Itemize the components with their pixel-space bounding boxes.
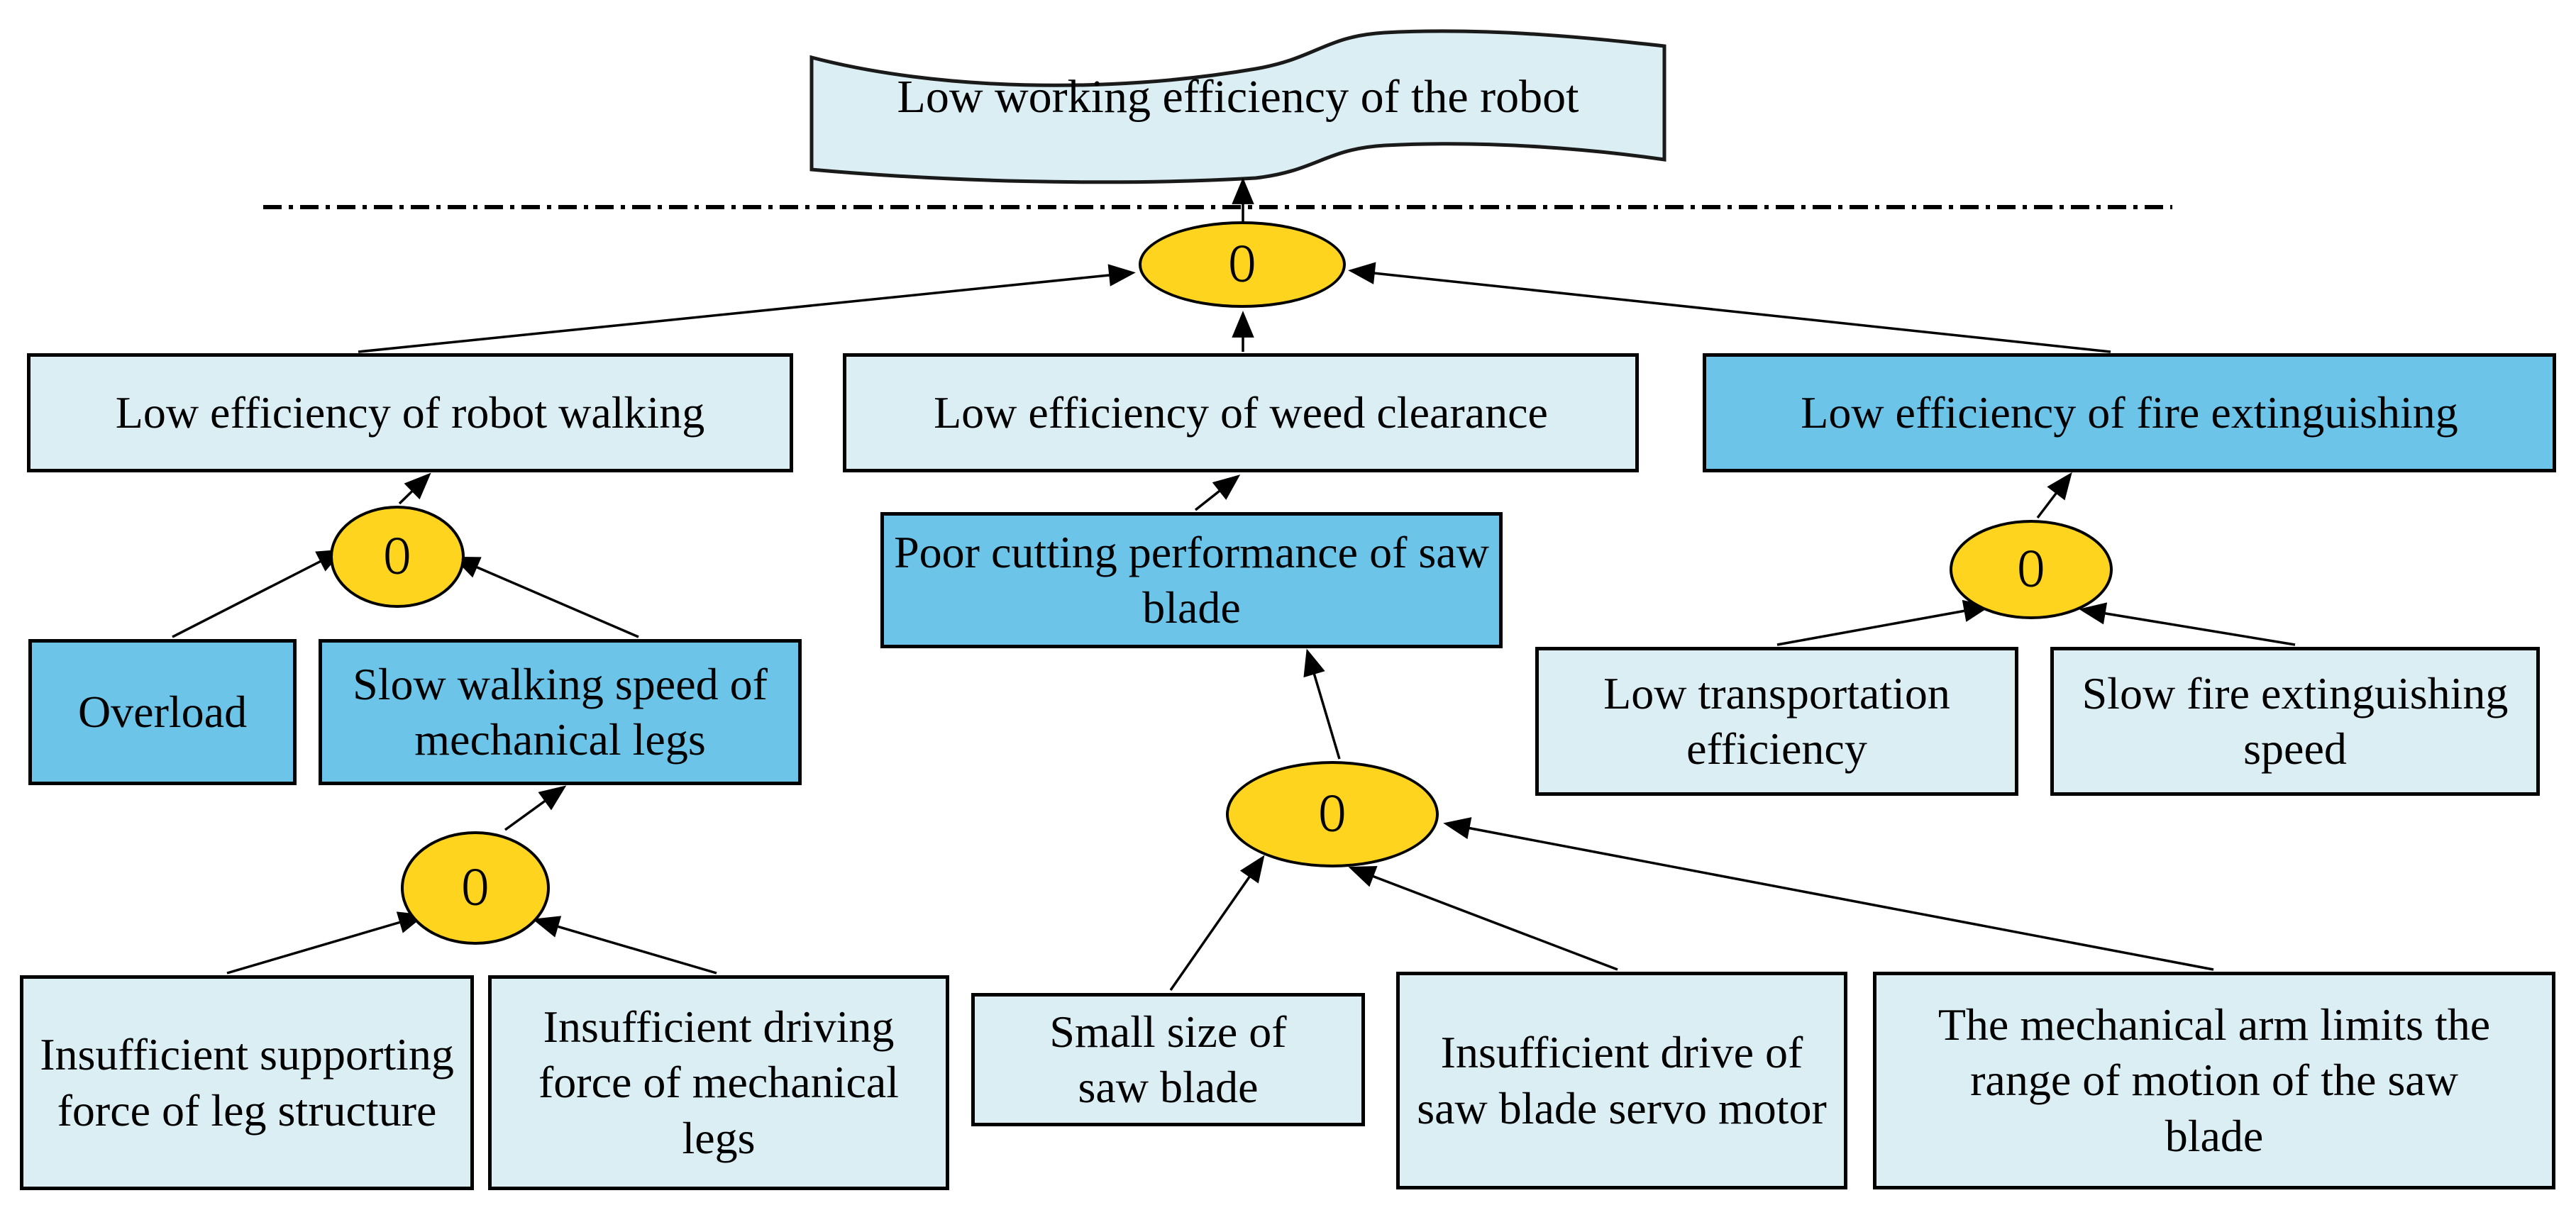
node-box-low-transportation: Low transportation efficiency	[1535, 647, 2018, 796]
arrow-supporting-to-gate3	[226, 911, 426, 975]
or-gate-sawblade-symbol: O	[1319, 784, 1346, 844]
top-event-banner-shape	[809, 29, 1666, 184]
arrow-gate4-to-cutting	[1303, 648, 1341, 760]
arrow-gate2-to-walking	[398, 472, 431, 505]
arrow-fire-to-gate1	[1348, 262, 2111, 353]
or-gate-sawblade: O	[1226, 761, 1439, 867]
arrow-smallsaw-to-gate4	[1169, 855, 1265, 991]
node-box-weed-clearance: Low efficiency of weed clearance	[843, 353, 1639, 472]
node-box-insufficient-driving: Insufficient driving force of mechanical…	[488, 975, 949, 1190]
arrow-overload-to-gate2	[172, 549, 345, 638]
banner-wave-path	[809, 29, 1666, 184]
or-gate-legs: O	[401, 831, 550, 945]
or-gate-top: O	[1139, 221, 1346, 308]
arrow-cutting-to-weed	[1194, 475, 1241, 511]
or-gate-walking-symbol: O	[384, 526, 411, 587]
node-box-arm-limits-motion: The mechanical arm limits the range of m…	[1873, 972, 2555, 1189]
node-box-slow-walking: Slow walking speed of mechanical legs	[319, 639, 802, 785]
node-box-insufficient-servo: Insufficient drive of saw blade servo mo…	[1396, 972, 1847, 1189]
arrow-gate5-to-fire	[2036, 472, 2072, 519]
arrow-driving-to-gate3	[532, 916, 717, 975]
system-boundary-line	[263, 205, 2172, 209]
arrow-slowwalk-to-gate2	[452, 556, 639, 638]
or-gate-fire-symbol: O	[2018, 539, 2045, 599]
arrow-walking-to-gate1	[358, 264, 1136, 353]
node-box-fire-extinguishing: Low efficiency of fire extinguishing	[1703, 353, 2556, 472]
or-gate-walking: O	[330, 506, 465, 608]
or-gate-legs-symbol: O	[462, 858, 489, 918]
node-box-small-saw-blade: Small size of saw blade	[971, 993, 1365, 1126]
top-event-label: Low working efficiency of the robot	[897, 71, 1579, 123]
arrow-armlimit-to-gate4	[1443, 817, 2214, 971]
node-box-overload: Overload	[28, 639, 297, 785]
arrow-gate3-to-slowwalk	[504, 785, 567, 831]
node-box-slow-fire-speed: Slow fire extinguishing speed	[2050, 647, 2540, 796]
arrow-servo-to-gate4	[1348, 865, 1618, 971]
arrow-transport-to-gate5	[1776, 599, 1991, 646]
or-gate-fire: O	[1950, 520, 2113, 619]
or-gate-top-symbol: O	[1229, 234, 1256, 294]
node-box-poor-cutting: Poor cutting performance of saw blade	[880, 512, 1503, 648]
node-box-insufficient-supporting: Insufficient supporting force of leg str…	[20, 975, 474, 1190]
node-box-robot-walking: Low efficiency of robot walking	[27, 353, 793, 472]
arrow-firespeed-to-gate5	[2079, 602, 2296, 646]
